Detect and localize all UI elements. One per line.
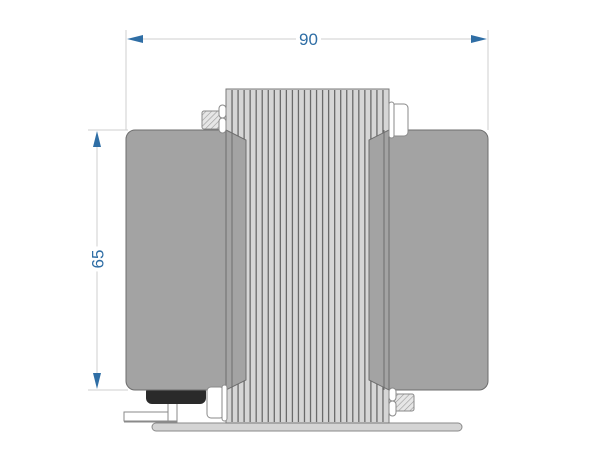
bottom-right-bolt bbox=[388, 387, 415, 417]
top-left-bolt bbox=[201, 104, 227, 134]
height-dimension-label: 65 bbox=[88, 246, 108, 272]
arrow-up-icon bbox=[93, 131, 101, 147]
width-dimension-label: 90 bbox=[296, 31, 321, 49]
arrow-down-icon bbox=[93, 373, 101, 389]
arrow-right-icon bbox=[471, 35, 487, 43]
bottom-left-nut bbox=[206, 384, 228, 422]
extension-lines bbox=[88, 30, 489, 391]
top-right-nut bbox=[388, 101, 409, 139]
left-coil bbox=[125, 129, 233, 391]
mounting-plate bbox=[151, 422, 463, 432]
left-coil-inner-face bbox=[225, 129, 247, 391]
laminated-core bbox=[225, 88, 390, 424]
right-coil bbox=[381, 129, 489, 391]
arrow-left-icon bbox=[127, 35, 143, 43]
right-coil-inner-face bbox=[368, 129, 390, 391]
